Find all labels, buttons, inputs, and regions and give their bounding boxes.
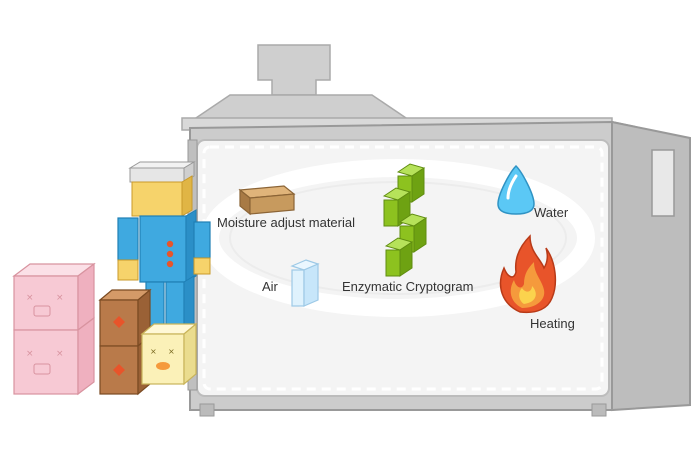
pink-box-stack-icon: × × × × bbox=[12, 262, 96, 396]
yellow-duck-box-icon: × × bbox=[140, 322, 198, 386]
green-block-stack-icon bbox=[382, 163, 428, 277]
machine-chimney bbox=[257, 44, 331, 96]
machine-foot-right bbox=[591, 403, 607, 417]
water-drop-icon bbox=[497, 164, 535, 215]
green-block-2 bbox=[382, 187, 412, 227]
svg-text:×: × bbox=[168, 347, 175, 356]
flame-icon bbox=[499, 234, 557, 314]
label-moisture-adjust-material: Moisture adjust material bbox=[217, 215, 355, 230]
brown-box-bottom bbox=[99, 334, 151, 396]
pink-box-top: × × bbox=[12, 262, 96, 332]
pink-box-bottom: × × bbox=[13, 316, 95, 396]
wooden-block-icon bbox=[238, 185, 296, 216]
label-enzymatic-cryptogram: Enzymatic Cryptogram bbox=[342, 279, 474, 294]
label-water: Water bbox=[534, 205, 569, 220]
side-vent bbox=[651, 149, 675, 217]
svg-text:×: × bbox=[26, 293, 34, 303]
machine-foot-left bbox=[199, 403, 215, 417]
label-heating: Heating bbox=[530, 316, 575, 331]
label-air: Air bbox=[262, 279, 278, 294]
svg-text:×: × bbox=[26, 349, 34, 359]
svg-text:×: × bbox=[150, 347, 157, 356]
svg-text:×: × bbox=[56, 349, 64, 359]
robot-worker-icon bbox=[117, 161, 211, 333]
green-block-4 bbox=[384, 237, 414, 277]
brown-box-stack-icon bbox=[98, 288, 152, 396]
machine-side bbox=[611, 120, 691, 412]
svg-text:×: × bbox=[56, 293, 64, 303]
machine bbox=[181, 44, 691, 417]
air-block-icon bbox=[290, 259, 320, 307]
